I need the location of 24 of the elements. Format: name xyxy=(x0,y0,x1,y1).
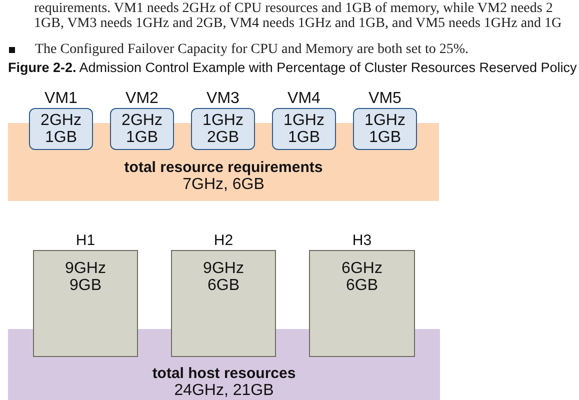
band-total: 7GHz, 6GB xyxy=(182,176,264,193)
body-text: 1GB, VM3 needs 1GHz and 2GB, VM4 needs 1GHz and 1GB, and VM5 needs 1GHz and 1G xyxy=(34,15,562,32)
vm-label: VM2 xyxy=(126,89,158,108)
band-title: total resource requirements xyxy=(124,160,323,176)
vm-label: VM1 xyxy=(44,89,78,108)
host-resources: 9GHz 9GB xyxy=(64,260,107,294)
vm-resources: 1GHz 1GB xyxy=(364,112,406,146)
vm-resources: 2GHz 1GB xyxy=(120,112,164,146)
band-total: 24GHz, 21GB xyxy=(174,382,274,399)
vm-resources: 1GHz 1GB xyxy=(282,112,326,146)
host-resources: 6GHz 6GB xyxy=(340,260,384,294)
body-text: requirements. VM1 needs 2GHz of CPU resources and 1GB of memory, while VM2 needs 2 xyxy=(34,0,553,17)
figure-caption: Figure 2-2. Admission Control Example with Percentage of Cluster Resources Reserved Policy xyxy=(8,60,577,76)
vm-label: VM4 xyxy=(288,89,320,108)
vm-resources: 2GHz 1GB xyxy=(40,112,82,146)
host-resources: 9GHz 6GB xyxy=(202,260,245,294)
body-text: The Configured Failover Capacity for CPU and Memory are both set to 25%. xyxy=(35,41,469,58)
vm-resources: 1GHz 2GB xyxy=(202,112,244,146)
vm-label: VM3 xyxy=(206,89,240,108)
vm-label: VM5 xyxy=(368,89,402,108)
host-label: H3 xyxy=(352,231,372,250)
band-title: total host resources xyxy=(152,366,296,382)
host-label: H1 xyxy=(76,231,96,250)
host-label: H2 xyxy=(214,231,234,250)
